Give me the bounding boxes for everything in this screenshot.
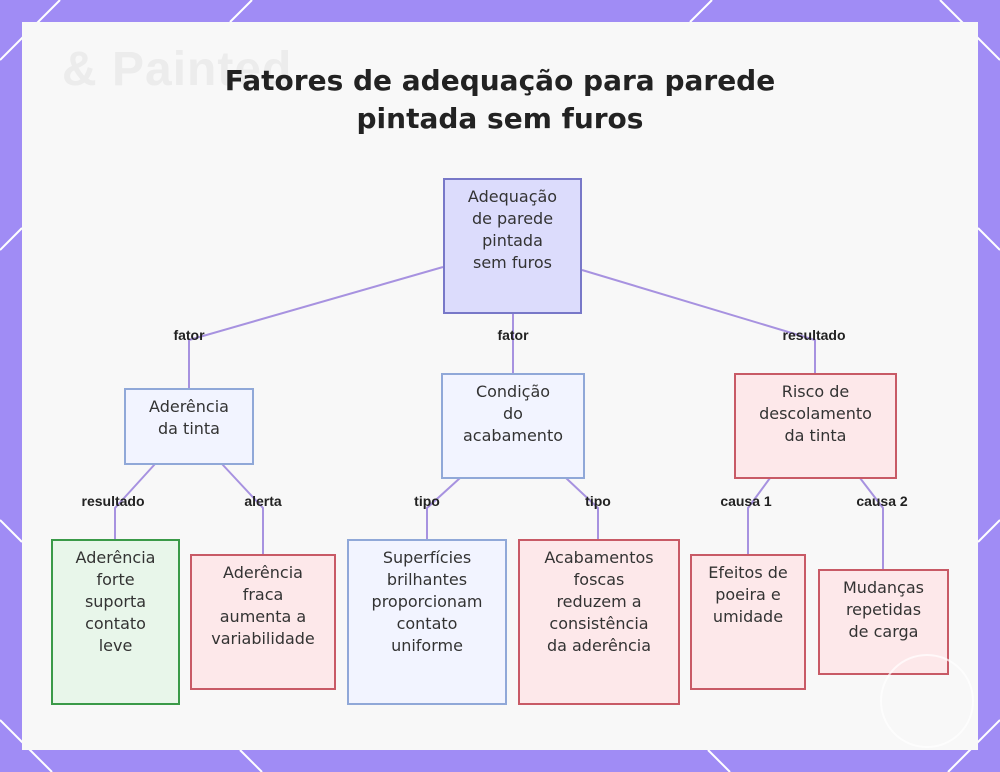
node-dust-line: poeira e <box>715 585 781 604</box>
node-strong-adhesion: Aderência forte suporta contato leve <box>51 539 180 705</box>
node-root-line: sem furos <box>473 253 552 272</box>
node-risk: Risco de descolamento da tinta <box>734 373 897 479</box>
node-risk-line: Risco de <box>781 382 850 401</box>
node-finish-line: Condição <box>475 382 551 401</box>
node-dust-line: umidade <box>712 607 784 626</box>
node-strong-line: forte <box>96 570 135 589</box>
node-dust-humidity: Efeitos de poeira e umidade <box>690 554 806 690</box>
edge-risk-dust <box>747 477 771 555</box>
edge-label-tipo-1: tipo <box>414 493 440 509</box>
node-matte-finishes: Acabamentos foscas reduzem a consistênci… <box>518 539 680 705</box>
node-finish-line: acabamento <box>463 426 563 445</box>
node-matte-line: foscas <box>573 570 625 589</box>
node-dust-line: Efeitos de <box>708 563 788 582</box>
node-finish: Condição do acabamento <box>441 373 585 479</box>
edge-root-adhesion <box>188 266 444 388</box>
logo-watermark <box>880 654 974 748</box>
edge-root-risk <box>581 269 816 374</box>
node-glossy-surfaces: Superfícies brilhantes proporcionam cont… <box>347 539 507 705</box>
node-load-line: Mudanças <box>843 578 924 597</box>
diagram-title: Fatores de adequação para parede pintada… <box>0 62 1000 138</box>
node-glossy-line: proporcionam <box>371 592 483 611</box>
node-strong-line: Aderência <box>75 548 156 567</box>
edge-label-resultado-adhesion: resultado <box>81 493 145 509</box>
edge-label-causa-2: causa 2 <box>856 493 908 509</box>
node-matte-line: da aderência <box>546 636 652 655</box>
node-adhesion-line: da tinta <box>158 419 220 438</box>
edge-label-resultado-root: resultado <box>782 327 846 343</box>
edge-adhesion-strong <box>114 463 156 540</box>
node-weak-line: Aderência <box>223 563 303 582</box>
title-line-1: Fatores de adequação para parede <box>224 64 776 97</box>
node-risk-line: descolamento <box>759 404 872 423</box>
node-root-line: Adequação <box>467 187 558 206</box>
node-weak-line: variabilidade <box>211 629 315 648</box>
node-load-line: de carga <box>848 622 919 641</box>
node-root: Adequação de parede pintada sem furos <box>443 178 582 314</box>
node-load-line: repetidas <box>845 600 922 619</box>
background-watermark-text: & Painted <box>62 43 293 96</box>
node-glossy-line: brilhantes <box>386 570 468 589</box>
edge-finish-glossy <box>426 477 461 540</box>
edge-adhesion-weak <box>221 463 264 555</box>
node-strong-line: leve <box>98 636 133 655</box>
node-strong-line: contato <box>85 614 146 633</box>
node-glossy-line: Superfícies <box>382 548 472 567</box>
title-line-2: pintada sem furos <box>356 102 644 135</box>
node-matte-line: consistência <box>549 614 649 633</box>
edge-label-causa-1: causa 1 <box>720 493 772 509</box>
node-strong-line: suporta <box>84 592 147 611</box>
edge-label-fator-1: fator <box>173 327 205 343</box>
edge-risk-load <box>859 477 884 570</box>
node-glossy-line: contato <box>396 614 458 633</box>
edge-label-tipo-2: tipo <box>585 493 611 509</box>
node-root-line: pintada <box>482 231 543 250</box>
node-weak-line: aumenta a <box>219 607 307 626</box>
node-adhesion-line: Aderência <box>149 397 229 416</box>
node-weak-adhesion: Aderência fraca aumenta a variabilidade <box>190 554 336 690</box>
node-risk-line: da tinta <box>784 426 847 445</box>
node-root-line: de parede <box>471 209 554 228</box>
node-glossy-line: uniforme <box>391 636 463 655</box>
node-finish-line: do <box>503 404 523 423</box>
edge-label-alerta: alerta <box>244 493 282 509</box>
node-load-changes: Mudanças repetidas de carga <box>818 569 949 675</box>
edge-finish-matte <box>565 477 599 540</box>
node-adhesion: Aderência da tinta <box>124 388 254 465</box>
node-matte-line: Acabamentos <box>544 548 654 567</box>
node-weak-line: fraca <box>242 585 284 604</box>
edge-label-fator-2: fator <box>497 327 529 343</box>
node-matte-line: reduzem a <box>556 592 642 611</box>
